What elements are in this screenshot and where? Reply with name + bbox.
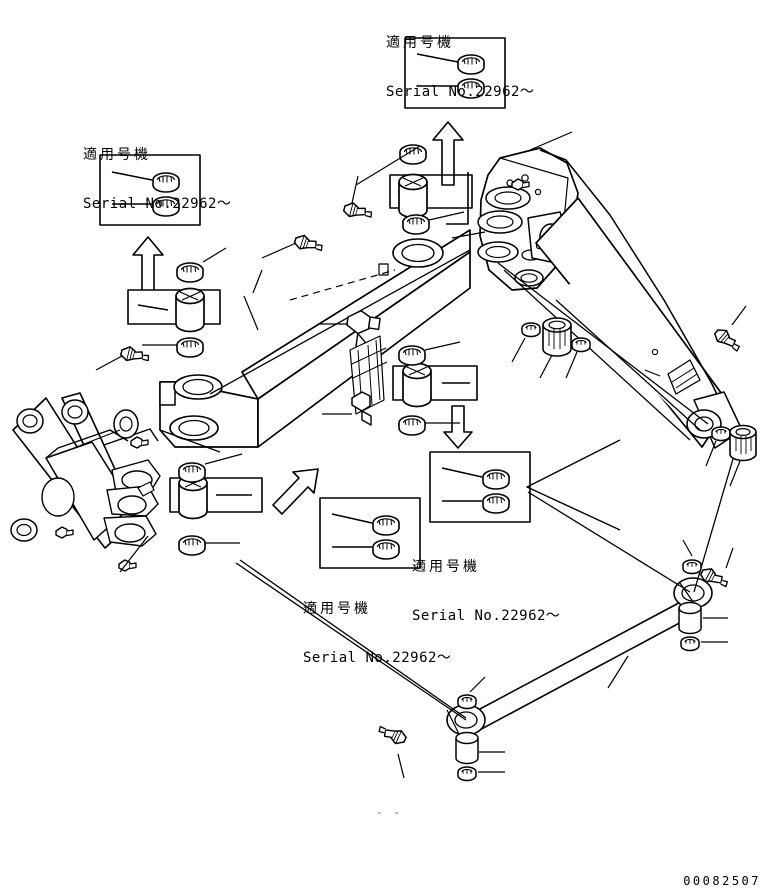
serial-note-bottom-right: 適用号機 Serial No.22962〜 <box>412 526 560 640</box>
part-code: 00082507 <box>683 874 761 888</box>
callout-arrow-diagonal-left <box>272 468 319 515</box>
leader-lines <box>73 131 629 689</box>
page-mark: - - <box>376 806 402 819</box>
bracket-lower-mid <box>392 362 478 408</box>
serial-note-top-center: 適用号機 Serial No.22962〜 <box>386 2 534 116</box>
detail-box-bottom-left <box>319 497 421 569</box>
serial-note-jp: 適用号機 <box>303 600 371 617</box>
bracket-lower-left <box>169 474 263 520</box>
serial-note-en: Serial No.22962〜 <box>386 83 535 100</box>
callout-arrow-down-right <box>443 405 473 449</box>
serial-note-top-left: 適用号機 Serial No.22962〜 <box>83 114 231 228</box>
bracket-upper-mid <box>389 172 473 225</box>
serial-note-jp: 適用号機 <box>83 146 151 163</box>
serial-note-jp: 適用号機 <box>386 34 454 51</box>
serial-note-en: Serial No.22962〜 <box>83 195 232 212</box>
assembly-reference-lines <box>209 249 736 721</box>
callout-arrow-up-center <box>432 121 464 186</box>
bracket-upper-left <box>127 287 221 333</box>
serial-note-jp: 適用号機 <box>412 558 480 575</box>
chevron-pointer <box>526 439 621 531</box>
serial-note-en: Serial No.22962〜 <box>303 649 452 666</box>
serial-note-bottom-left: 適用号機 Serial No.22962〜 <box>303 568 451 682</box>
link-arm-assembly <box>10 392 161 572</box>
detail-box-top-center <box>404 37 506 109</box>
serial-note-en: Serial No.22962〜 <box>412 607 561 624</box>
grease-fitting-set <box>95 175 747 779</box>
bushing-set <box>142 144 757 782</box>
callout-arrow-up-left <box>132 236 164 299</box>
detail-box-top-left <box>99 154 201 226</box>
detail-box-bottom-right <box>429 451 531 523</box>
